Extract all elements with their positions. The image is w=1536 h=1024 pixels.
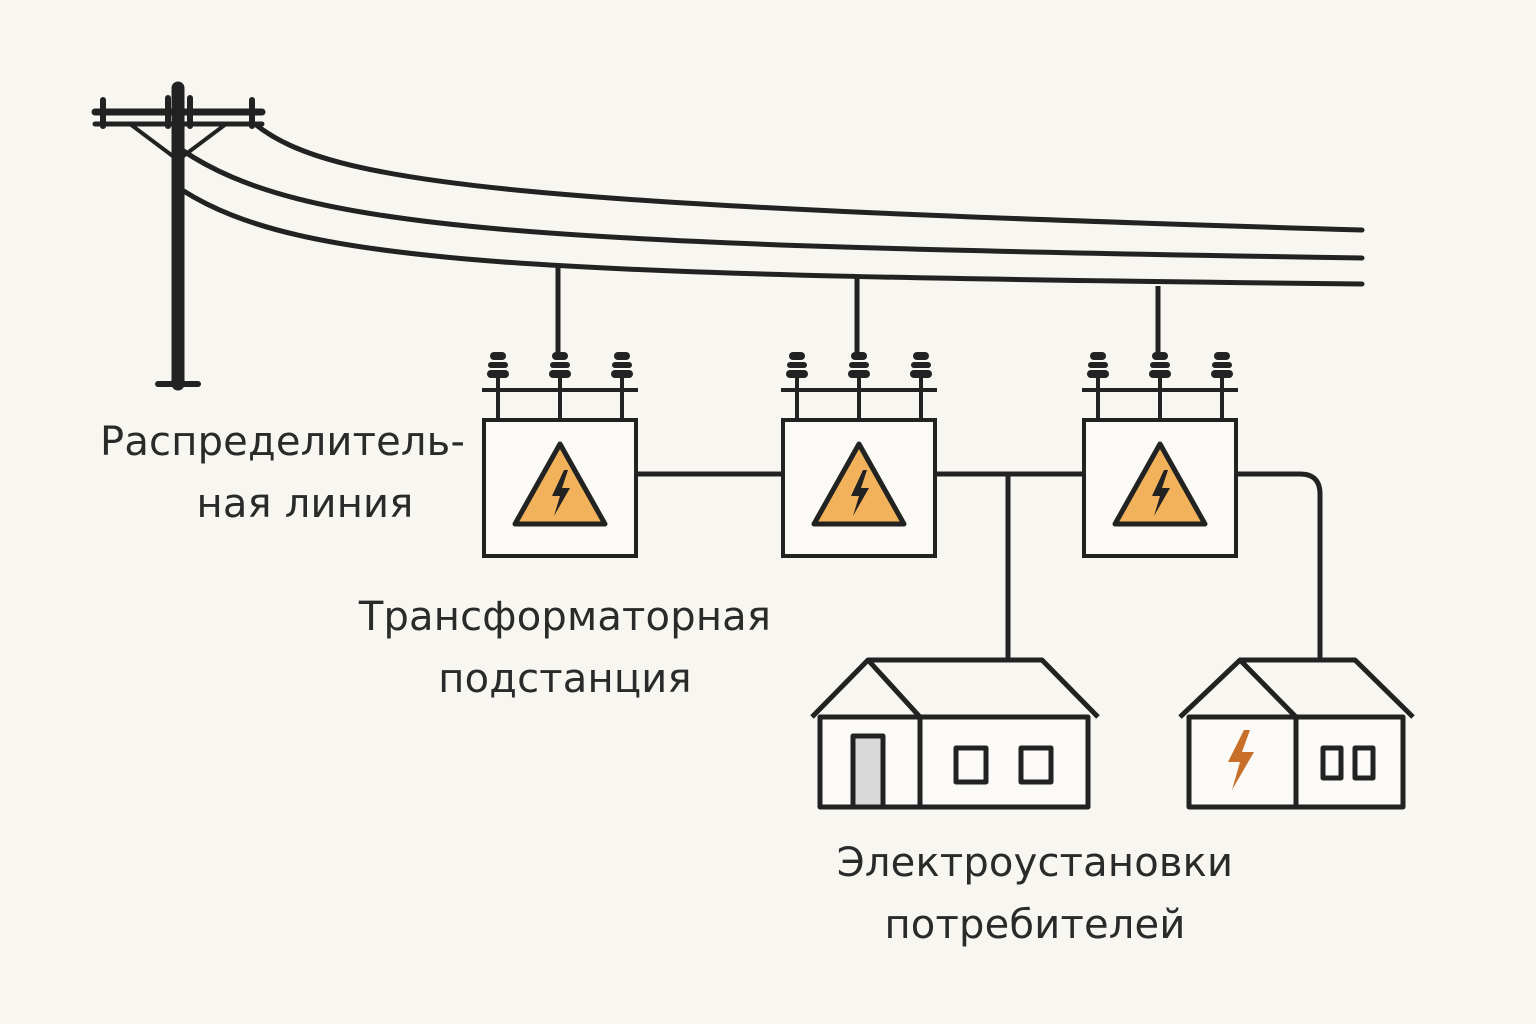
substation-label: Трансформаторная подстанция: [350, 586, 780, 710]
consumers-label: Электроустановки потребителей: [820, 832, 1250, 956]
transformer-icon: [482, 352, 638, 556]
power-line-wires: [179, 121, 1365, 287]
lightning-bolt-icon: [1228, 730, 1254, 790]
utility-pole-icon: [91, 81, 266, 391]
house-icon: [810, 657, 1100, 810]
transformer-icon: [781, 352, 937, 556]
distribution-line-label: Распределитель- ная линия: [100, 411, 480, 535]
house-icon: [1178, 657, 1415, 810]
distribution-line-label-line1: Распределитель-: [100, 419, 466, 465]
consumers-label-line1: Электроустановки: [836, 840, 1234, 886]
drop-wires: [555, 266, 1161, 358]
connection-wires: [636, 471, 1323, 660]
distribution-line-label-line2: ная линия: [196, 481, 414, 527]
consumers-label-line2: потребителей: [884, 902, 1186, 948]
transformer-icon: [1082, 352, 1238, 556]
substation-label-line2: подстанция: [438, 656, 692, 702]
substation-label-line1: Трансформаторная: [358, 594, 772, 640]
